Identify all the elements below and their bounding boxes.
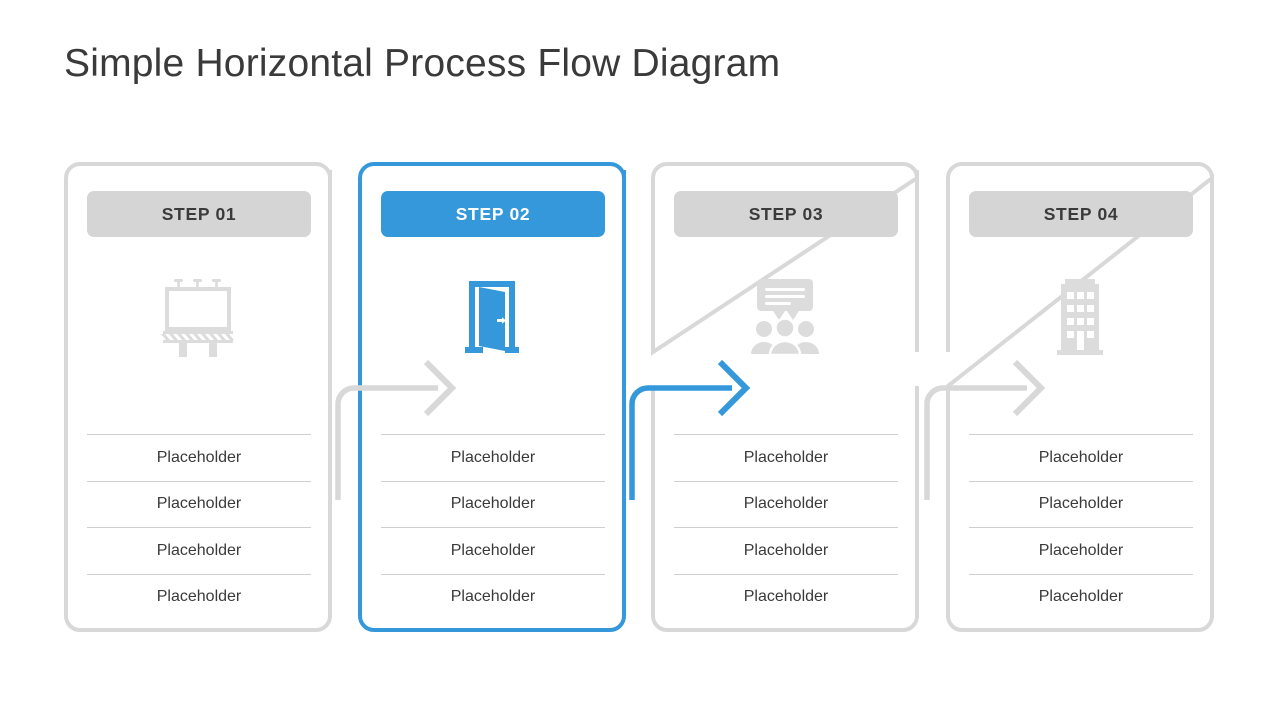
list-item[interactable]: Placeholder bbox=[674, 480, 898, 528]
placeholder-list-3: Placeholder Placeholder Placeholder Plac… bbox=[674, 434, 898, 620]
card-outline bbox=[651, 162, 920, 632]
list-item[interactable]: Placeholder bbox=[381, 434, 605, 481]
step-header-4[interactable]: STEP 04 bbox=[969, 191, 1193, 237]
list-item[interactable]: Placeholder bbox=[87, 480, 311, 528]
step-header-2[interactable]: STEP 02 bbox=[381, 191, 605, 237]
list-item[interactable]: Placeholder bbox=[381, 527, 605, 574]
meeting-presentation-icon bbox=[653, 272, 917, 362]
placeholder-list-1: Placeholder Placeholder Placeholder Plac… bbox=[87, 434, 311, 620]
list-item[interactable]: Placeholder bbox=[87, 527, 311, 574]
list-item[interactable]: Placeholder bbox=[381, 573, 605, 621]
placeholder-list-4: Placeholder Placeholder Placeholder Plac… bbox=[969, 434, 1193, 620]
list-item[interactable]: Placeholder bbox=[969, 527, 1193, 574]
placeholder-list-2: Placeholder Placeholder Placeholder Plac… bbox=[381, 434, 605, 620]
step-label-1: STEP 01 bbox=[161, 203, 237, 224]
step-card-3[interactable]: STEP 03 bbox=[651, 162, 920, 636]
step-header-3[interactable]: STEP 03 bbox=[674, 191, 898, 237]
list-item[interactable]: Placeholder bbox=[87, 434, 311, 481]
list-item[interactable]: Placeholder bbox=[674, 527, 898, 574]
open-door-icon bbox=[360, 272, 624, 362]
billboard-icon bbox=[66, 272, 330, 362]
list-item[interactable]: Placeholder bbox=[969, 573, 1193, 621]
list-item[interactable]: Placeholder bbox=[381, 480, 605, 528]
step-card-4[interactable]: STEP 04 bbox=[946, 162, 1214, 636]
list-item[interactable]: Placeholder bbox=[969, 480, 1193, 528]
list-item[interactable]: Placeholder bbox=[674, 573, 898, 621]
list-item[interactable]: Placeholder bbox=[674, 434, 898, 481]
card-outline bbox=[64, 162, 332, 632]
office-building-icon bbox=[948, 272, 1212, 362]
step-label-4: STEP 04 bbox=[1043, 203, 1119, 224]
step-card-1[interactable]: STEP 01 bbox=[64, 162, 332, 636]
step-header-1[interactable]: STEP 01 bbox=[87, 191, 311, 237]
step-card-2[interactable]: STEP 02 bbox=[358, 162, 626, 636]
list-item[interactable]: Placeholder bbox=[87, 573, 311, 621]
page-title: Simple Horizontal Process Flow Diagram bbox=[64, 42, 781, 85]
card-outline bbox=[946, 162, 1214, 632]
step-label-3: STEP 03 bbox=[748, 203, 824, 224]
step-label-2: STEP 02 bbox=[455, 203, 531, 224]
list-item[interactable]: Placeholder bbox=[969, 434, 1193, 481]
